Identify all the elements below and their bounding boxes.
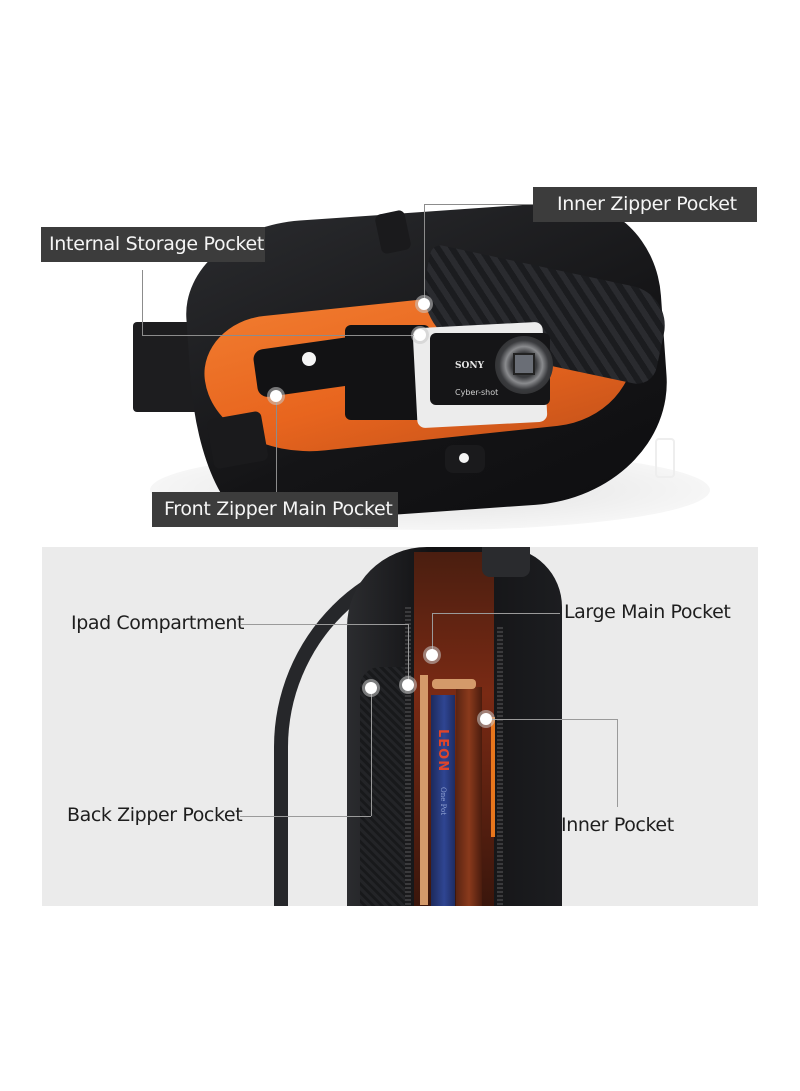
leader-internal-storage-v [142, 270, 143, 335]
mesh-back-panel [360, 667, 405, 906]
marker-front-zipper-main-pocket [270, 390, 282, 402]
leader-large-main-v [432, 613, 433, 655]
camera-brand: SONY [455, 361, 484, 371]
marker-inner-pocket [480, 713, 492, 725]
label-large-main-pocket: Large Main Pocket [564, 601, 731, 623]
book-item [431, 695, 455, 906]
book-title: LEON [435, 729, 450, 773]
folder-item [456, 687, 482, 906]
umbrella-logo-icon [302, 352, 316, 366]
front-zipper [497, 627, 503, 906]
leader-large-main-h [432, 613, 560, 614]
leader-internal-storage-h [142, 335, 420, 336]
label-back-zipper-pocket: Back Zipper Pocket [67, 804, 243, 826]
folder-top-edge [432, 679, 476, 689]
marker-large-main-pocket [426, 649, 438, 661]
marker-back-zipper-pocket [365, 682, 377, 694]
side-buckle [206, 410, 269, 470]
top-handle [482, 547, 530, 577]
zipper-pull [655, 438, 675, 478]
leader-inner-zipper-h [424, 204, 533, 205]
leader-inner-zipper-v [424, 204, 425, 304]
camera-lens-glass [513, 353, 535, 375]
camera-model: Cyber-shot [455, 388, 499, 397]
leader-inner-pocket-h [486, 719, 617, 720]
top-view-panel: SONY Cyber-shot Inner Zipper Pocket Inte… [0, 150, 800, 530]
brand-logo-icon [459, 453, 469, 463]
bottom-view-panel: LEON One Pot Ipad Compartment Large Main… [42, 547, 758, 906]
label-inner-zipper-pocket: Inner Zipper Pocket [533, 187, 757, 222]
label-front-zipper-main-pocket: Front Zipper Main Pocket [152, 492, 398, 527]
marker-ipad-compartment [402, 679, 414, 691]
label-inner-pocket: Inner Pocket [561, 814, 674, 836]
book-subtitle: One Pot [439, 787, 447, 816]
marker-internal-storage-pocket [414, 329, 426, 341]
leader-front-zipper-v [276, 396, 277, 492]
leader-ipad-h [240, 624, 408, 625]
marker-inner-zipper-pocket [418, 298, 430, 310]
leader-back-zipper-h [240, 816, 371, 817]
leader-ipad-v [408, 624, 409, 685]
inner-pocket-edge [491, 717, 495, 837]
label-internal-storage-pocket: Internal Storage Pocket [41, 227, 265, 262]
back-zipper [405, 607, 411, 906]
leader-inner-pocket-v [617, 719, 618, 807]
label-ipad-compartment: Ipad Compartment [71, 612, 245, 634]
ipad-sleeve-edge [420, 675, 428, 905]
leader-back-zipper-v [371, 688, 372, 816]
